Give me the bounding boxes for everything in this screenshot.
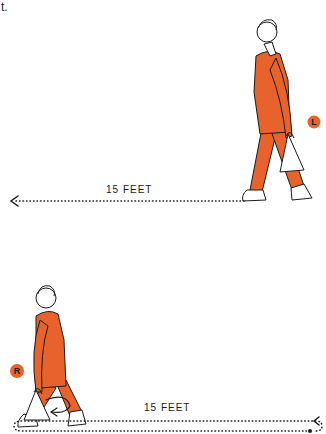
hand-letter: L: [308, 116, 320, 128]
distance-loop-bottom: [14, 417, 322, 433]
hand-letter: R: [11, 365, 23, 377]
turn-arrow: [46, 397, 70, 416]
distance-label: 15 FEET: [104, 184, 154, 196]
hand-marker: [308, 116, 321, 129]
distance-arrow-top: [11, 196, 244, 206]
distance-label: 15 FEET: [142, 402, 192, 414]
walker-top: [243, 20, 313, 201]
hand-marker: [10, 364, 24, 378]
distance-label: t.: [1, 1, 8, 13]
walker-bottom: [18, 286, 86, 427]
